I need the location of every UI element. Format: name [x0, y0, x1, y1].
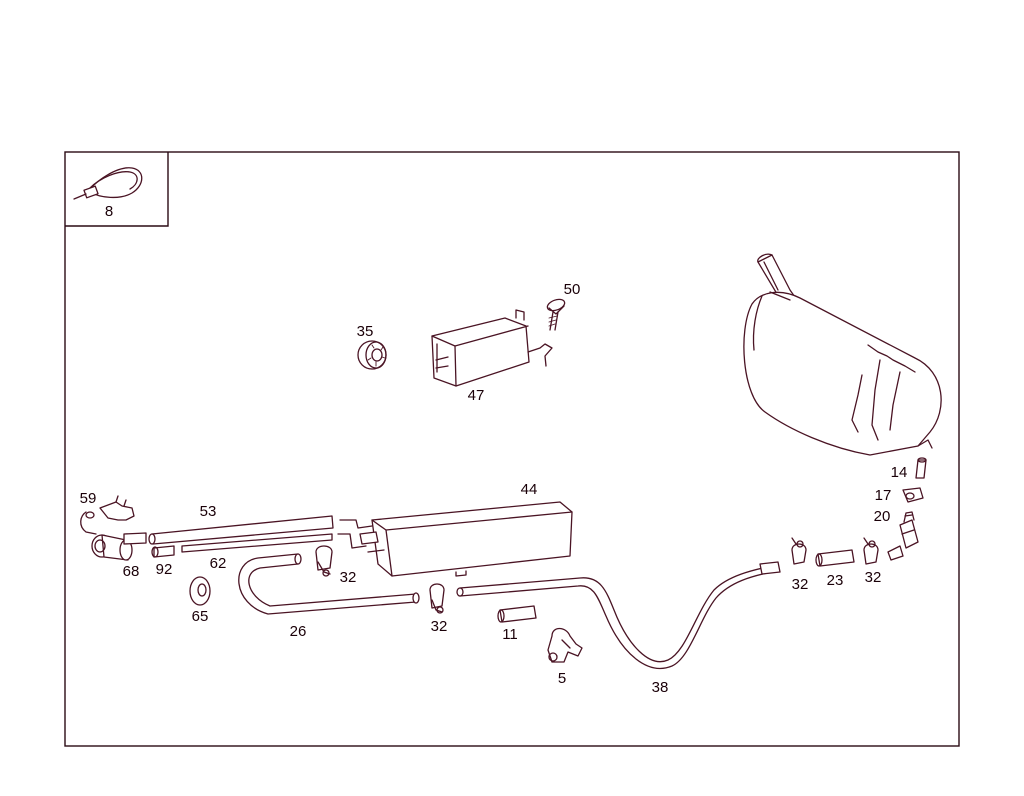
callout-5: 5 [558, 670, 566, 687]
callout-53: 53 [200, 503, 217, 520]
part-14-hose [915, 457, 927, 479]
part-68-valve [91, 534, 133, 561]
part-20-valve [887, 511, 919, 561]
diagram-frame [64, 151, 960, 747]
callout-47: 47 [468, 387, 485, 404]
part-50-screw [546, 298, 566, 331]
part-32-clamp-d [863, 537, 879, 565]
part-38-line [456, 561, 781, 670]
part-8-cable-tie [73, 167, 143, 200]
callout-38: 38 [652, 679, 669, 696]
fuel-tank [743, 253, 942, 456]
part-32-clamp-a [315, 545, 333, 577]
part-53-tube [123, 515, 334, 545]
callout-8: 8 [105, 203, 113, 220]
part-65-grommet [189, 576, 211, 606]
callout-62: 62 [210, 555, 227, 572]
part-44-canister [337, 501, 573, 577]
part-62-tube [181, 533, 333, 553]
part-35-grommet [357, 340, 387, 370]
part-23-hose [815, 549, 855, 567]
callout-35: 35 [357, 323, 374, 340]
part-32-clamp-c [791, 537, 807, 565]
callout-14: 14 [891, 464, 908, 481]
callout-20: 20 [874, 508, 891, 525]
callout-32-b: 32 [431, 618, 448, 635]
part-17-clip [902, 487, 924, 503]
callout-32-a: 32 [340, 569, 357, 586]
part-32-clamp-b [429, 583, 445, 614]
callout-65: 65 [192, 608, 209, 625]
part-26-hose [238, 553, 420, 615]
callout-32-c: 32 [792, 576, 809, 593]
callout-11: 11 [502, 626, 518, 643]
callout-23: 23 [827, 572, 844, 589]
callout-68: 68 [123, 563, 140, 580]
callout-26: 26 [290, 623, 307, 640]
callout-17: 17 [875, 487, 892, 504]
callout-44: 44 [521, 481, 538, 498]
callout-32-d: 32 [865, 569, 882, 586]
callout-92: 92 [156, 561, 173, 578]
part-47-canister [431, 309, 553, 387]
callout-59: 59 [80, 490, 97, 507]
part-59-fitting [80, 495, 135, 535]
part-92-hose [151, 545, 175, 558]
callout-50: 50 [564, 281, 581, 298]
part-5-clip [547, 627, 583, 663]
inset-frame [65, 152, 169, 227]
part-11-hose [497, 605, 537, 623]
